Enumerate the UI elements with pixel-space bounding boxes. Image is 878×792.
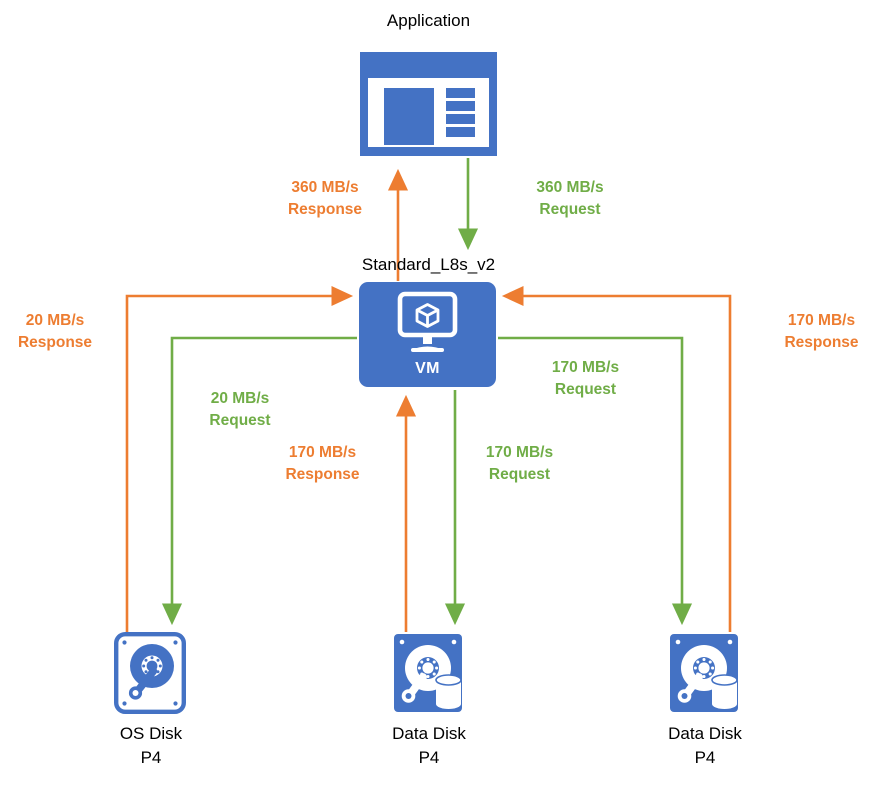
os-disk-caption: OS Disk P4 — [71, 722, 231, 770]
flow-label-datadisk2-request: 170 MB/s Request — [528, 357, 643, 402]
flow-kind: Response — [285, 466, 360, 484]
wire-osdisk-response — [125, 285, 354, 632]
application-icon-inner — [368, 78, 489, 147]
wire-datadisk2-response — [501, 285, 732, 632]
flow-rate: 170 MB/s — [551, 359, 620, 376]
flow-rate: 20 MB/s — [210, 390, 270, 407]
os-disk-tier: P4 — [140, 748, 162, 768]
wire-osdisk-request — [161, 336, 357, 626]
virtual-machine-icon: VM — [359, 282, 496, 387]
data-disk-icon-right — [668, 632, 740, 714]
database-cylinder — [711, 674, 738, 709]
data-disk-icon-center — [392, 632, 464, 714]
flow-kind: Response — [287, 201, 363, 219]
application-window-icon — [360, 52, 497, 156]
application-icon-text-lines — [446, 88, 475, 137]
flow-rate: 170 MB/s — [288, 444, 357, 461]
flow-kind: Request — [209, 412, 271, 430]
data-disk-right-name: Data Disk — [668, 724, 742, 743]
wire-datadisk2-request — [498, 336, 693, 626]
flow-label-app-request: 360 MB/s Request — [505, 177, 635, 222]
flow-label-app-response: 360 MB/s Response — [260, 177, 390, 222]
flow-label-datadisk2-response: 170 MB/s Response — [765, 310, 878, 355]
database-cylinder — [435, 674, 462, 709]
os-disk-icon — [114, 632, 186, 714]
flow-kind: Response — [784, 334, 859, 352]
flow-kind: Request — [488, 466, 551, 484]
flow-label-datadisk1-request: 170 MB/s Request — [462, 442, 577, 487]
vm-label: Standard_L8s_v2 — [361, 255, 496, 274]
application-label: Application — [386, 11, 471, 30]
flow-label-osdisk-response: 20 MB/s Response — [0, 310, 110, 355]
flow-kind: Request — [554, 381, 617, 399]
flow-rate: 360 MB/s — [291, 179, 359, 196]
flow-kind: Request — [539, 201, 601, 219]
flow-kind: Response — [17, 334, 93, 352]
os-disk-name: OS Disk — [119, 724, 183, 743]
flow-label-datadisk1-response: 170 MB/s Response — [265, 442, 380, 487]
data-disk-center-caption: Data Disk P4 — [349, 722, 509, 770]
data-disk-center-tier: P4 — [418, 748, 440, 768]
data-disk-right-caption: Data Disk P4 — [625, 722, 785, 770]
application-icon-image-block — [384, 88, 434, 145]
flow-rate: 360 MB/s — [536, 179, 604, 196]
flow-label-osdisk-request: 20 MB/s Request — [185, 388, 295, 433]
flow-rate: 170 MB/s — [787, 312, 856, 329]
data-disk-right-tier: P4 — [694, 748, 716, 768]
vm-monitor-cube-icon — [397, 291, 458, 352]
flow-rate: 20 MB/s — [25, 312, 85, 329]
vm-caption: VM — [415, 360, 440, 377]
flow-rate: 170 MB/s — [485, 444, 554, 461]
data-disk-center-name: Data Disk — [392, 724, 466, 743]
